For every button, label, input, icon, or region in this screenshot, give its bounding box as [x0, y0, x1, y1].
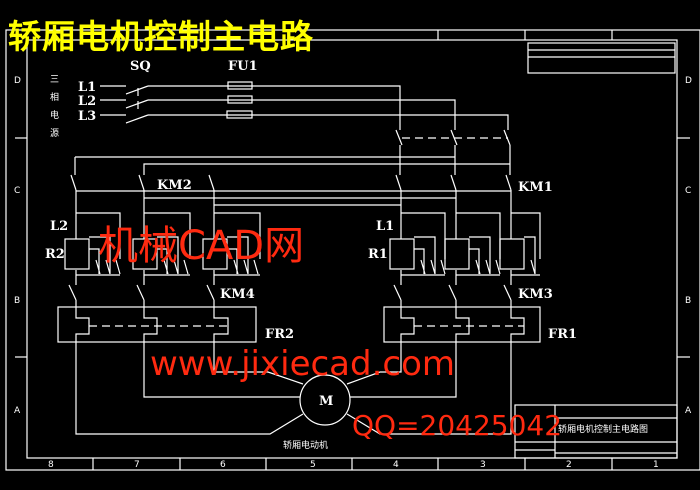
contactor-km2 — [70, 174, 215, 213]
thermal-relay-fr1 — [383, 306, 541, 343]
watermark-qq: QQ=20425042 — [352, 409, 563, 442]
page-title: 轿厢电机控制主电路 — [8, 17, 314, 56]
header-block — [527, 42, 676, 74]
svg-text:1: 1 — [653, 460, 659, 470]
line-l2-label: L2 — [78, 94, 96, 109]
svg-text:D: D — [14, 76, 21, 86]
line-l3-label: L3 — [78, 109, 96, 124]
svg-text:B: B — [685, 296, 691, 306]
svg-text:C: C — [14, 186, 20, 196]
contactor-km4 — [68, 284, 215, 307]
l1-label: L1 — [376, 219, 394, 234]
fr2-label: FR2 — [265, 327, 294, 342]
km4-label: KM4 — [220, 287, 255, 302]
title-block — [514, 404, 678, 459]
supply-label: 三相 电源 — [50, 75, 59, 139]
km3-label: KM3 — [518, 287, 553, 302]
svg-text:D: D — [685, 76, 692, 86]
svg-text:源: 源 — [50, 128, 59, 139]
r2-label: R2 — [45, 247, 65, 262]
svg-text:7: 7 — [134, 460, 140, 470]
motor-label: M — [319, 394, 333, 409]
svg-text:6: 6 — [220, 460, 226, 470]
motor-wiring — [75, 342, 512, 435]
svg-text:2: 2 — [566, 460, 572, 470]
switch-sq-label: SQ — [130, 59, 151, 74]
r1-label: R1 — [368, 247, 388, 262]
svg-text:4: 4 — [393, 460, 399, 470]
km2-label: KM2 — [157, 178, 192, 193]
supply-wiring — [74, 85, 511, 175]
drawing-name: 轿厢电机控制主电路图 — [558, 423, 648, 435]
watermark-site: 机械CAD网 — [98, 223, 305, 269]
svg-text:C: C — [685, 186, 691, 196]
svg-text:A: A — [685, 406, 692, 416]
svg-text:8: 8 — [48, 460, 54, 470]
svg-text:5: 5 — [310, 460, 316, 470]
resistor-groups — [64, 212, 541, 285]
fuse-fu1-label: FU1 — [228, 59, 258, 74]
thermal-relay-fr2 — [57, 306, 257, 343]
line-l1-label: L1 — [78, 80, 96, 95]
zone-labels: 8 7 6 5 4 3 2 1 D C B A D C B A — [14, 76, 692, 470]
l2-label: L2 — [50, 219, 68, 234]
watermark-url: www.jixiecad.com — [150, 344, 456, 384]
outer-frame — [5, 29, 700, 471]
svg-text:A: A — [14, 406, 21, 416]
motor-caption: 轿厢电动机 — [283, 439, 328, 451]
fr1-label: FR1 — [548, 327, 577, 342]
svg-text:相: 相 — [50, 91, 59, 103]
contactor-km3 — [393, 284, 512, 307]
svg-text:3: 3 — [480, 460, 486, 470]
km1-label: KM1 — [518, 180, 553, 195]
main-switch-sq — [100, 85, 149, 124]
svg-text:电: 电 — [50, 109, 59, 121]
motor-symbol — [299, 374, 351, 426]
svg-text:B: B — [14, 296, 20, 306]
zone-ticks — [15, 30, 690, 470]
cross-bus — [76, 190, 511, 206]
svg-text:三: 三 — [50, 75, 59, 85]
contactor-km1 — [395, 174, 512, 213]
